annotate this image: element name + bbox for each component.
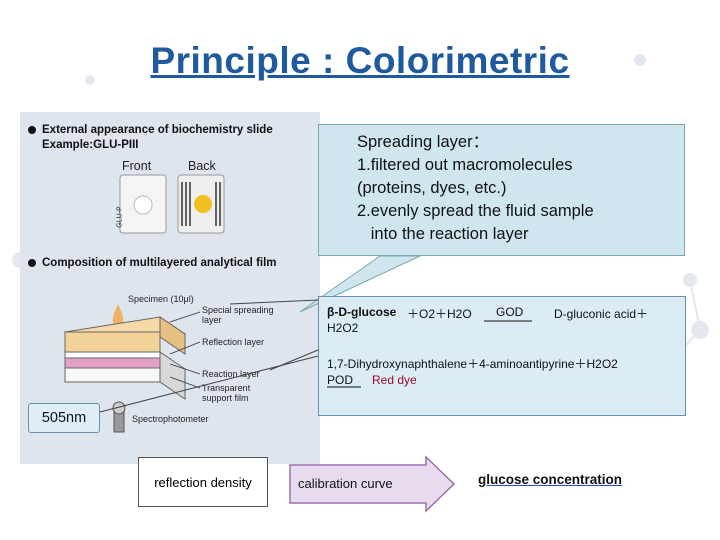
reaction-enzyme-pod: POD [327,373,354,387]
flow-step-reflection-density: reflection density [138,457,268,507]
bullet-icon [28,126,36,134]
callout-line: (proteins, dyes, etc.) [357,179,507,197]
callout-text: Spreading layer： 1.filtered out macromol… [357,131,594,246]
specimen-label: Specimen (10μl) [128,294,194,304]
layer-label-support: Transparent support film [202,383,251,403]
pointer-line-505 [99,355,319,413]
reaction-enzyme-god: GOD [496,305,524,319]
wavelength-badge: 505nm [28,403,100,433]
reaction-h2o2: H2O2 [327,321,359,335]
reaction-reagents: ＋O2＋H2O [407,307,472,321]
pointer-line-reaction [229,299,319,305]
callout-line: Spreading layer： [357,133,490,151]
spectrophotometer-icon [112,401,126,433]
callout-line: into the reaction layer [357,225,529,243]
reaction-product-red-dye: Red dye [372,373,417,387]
front-label: Front [122,159,152,173]
flow-step-calibration-curve: calibration curve [298,476,393,491]
reaction-box [318,296,686,416]
flow-arrow-shape [289,455,456,513]
layer-label-reflection: Reflection layer [202,337,265,347]
back-slide-icon [177,174,225,234]
layer-label-reaction: Reaction layer [202,369,260,379]
spreading-layer-callout [318,124,685,256]
front-slide-icon [119,174,167,234]
reaction-glucose: β-D-glucose [327,305,397,319]
layer-label-spreading: Special spreading layer [202,305,274,325]
page-title: Principle : Colorimetric [150,40,570,81]
flow-step-glucose-concentration: glucose concentration [478,472,623,487]
spectrophotometer-label: Spectrophotometer [132,414,209,424]
reaction-arrow-2 [327,386,361,388]
reaction-line-2: 1,7-Dihydroxynaphthalene＋4-aminoantipyri… [327,357,618,371]
slide-heading-1: External appearance of biochemistry slid… [42,124,273,136]
multilayer-film-icon [63,316,187,400]
back-label: Back [188,159,216,173]
callout-line: 2.evenly spread the fluid sample [357,202,594,220]
pointer-line-pod [269,349,319,371]
slide-heading-2: Composition of multilayered analytical f… [42,257,277,269]
reaction-arrow-1 [484,320,532,322]
reaction-product-1: D-gluconic acid＋ [554,307,649,321]
slide-illustration [28,126,225,433]
callout-line: 1.filtered out macromolecules [357,156,573,174]
slide-heading-1-example: Example:GLU-PIII [42,139,139,151]
bullet-icon [28,259,36,267]
